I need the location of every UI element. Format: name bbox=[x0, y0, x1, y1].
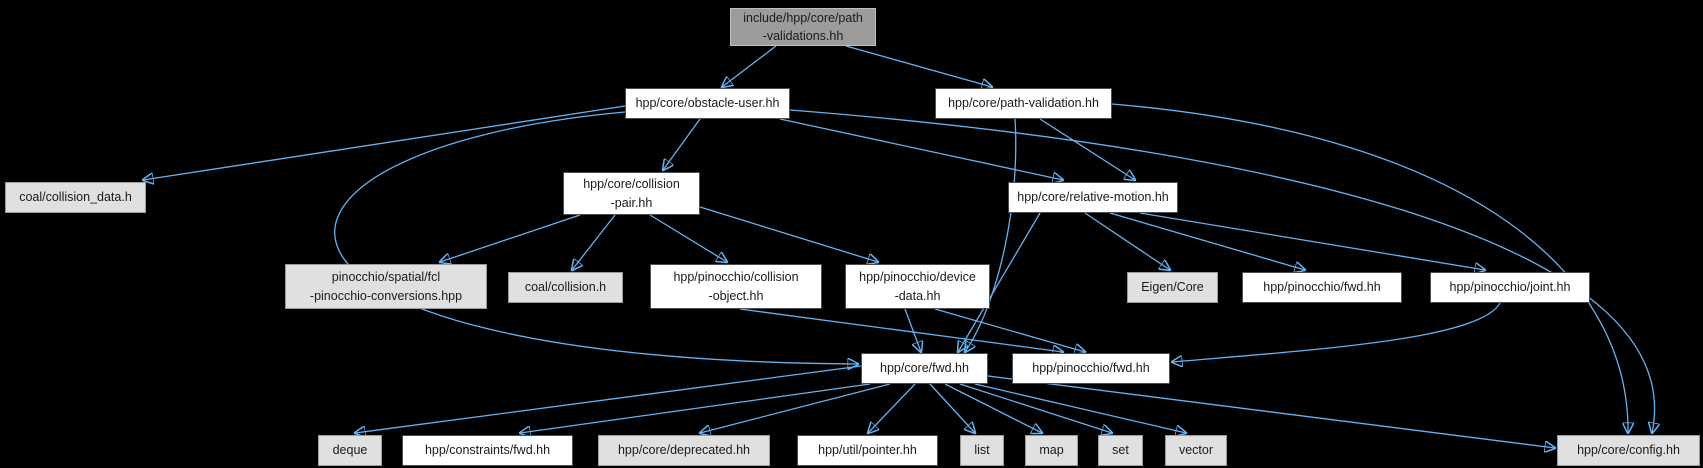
edge-corefwd-deprecated bbox=[700, 383, 891, 433]
graph-node-joint[interactable]: hpp/pinocchio/joint.hh bbox=[1430, 272, 1590, 303]
edge-pathval-config bbox=[1111, 103, 1628, 433]
graph-node-deque: deque bbox=[318, 435, 382, 466]
edge-colpair-fclconv bbox=[440, 214, 581, 262]
graph-node-obstacle[interactable]: hpp/core/obstacle-user.hh bbox=[625, 88, 790, 119]
edge-obstacle-coaldata bbox=[143, 105, 626, 180]
graph-node-vector: vector bbox=[1165, 435, 1227, 466]
edge-pathval-relmotion bbox=[1039, 118, 1135, 180]
graph-node-config: hpp/core/config.hh bbox=[1557, 435, 1700, 466]
graph-node-devdata[interactable]: hpp/pinocchio/device -data.hh bbox=[845, 264, 990, 309]
edge-relmotion-joint bbox=[1139, 212, 1485, 270]
edge-corefwd-config bbox=[987, 375, 1555, 448]
edge-corefwd-set bbox=[959, 383, 1112, 433]
edge-relmotion-eigen bbox=[1084, 212, 1170, 270]
edge-devdata-pinfwd4 bbox=[934, 308, 1085, 352]
edge-corefwd-map bbox=[944, 383, 1042, 433]
edge-corefwd-list bbox=[929, 383, 975, 433]
graph-node-set: set bbox=[1098, 435, 1143, 466]
graph-node-constrfwd[interactable]: hpp/constraints/fwd.hh bbox=[402, 435, 573, 466]
edge-obstacle-relmotion bbox=[779, 118, 1063, 180]
graph-node-coaldata: coal/collision_data.h bbox=[5, 182, 146, 213]
graph-node-eigen: Eigen/Core bbox=[1127, 272, 1218, 303]
graph-node-colobj[interactable]: hpp/pinocchio/collision -object.hh bbox=[650, 264, 822, 309]
edge-pathval-corefwd bbox=[965, 118, 1017, 352]
graph-node-deprecated: hpp/core/deprecated.hh bbox=[598, 435, 770, 466]
graph-node-colpair[interactable]: hpp/core/collision -pair.hh bbox=[563, 172, 700, 215]
graph-node-pathval[interactable]: hpp/core/path-validation.hh bbox=[935, 88, 1112, 119]
graph-node-map: map bbox=[1025, 435, 1078, 466]
edge-corefwd-pointer bbox=[868, 383, 916, 433]
graph-node-list: list bbox=[960, 435, 1004, 466]
graph-node-fclconv: pinocchio/spatial/fcl -pinocchio-convers… bbox=[285, 264, 487, 309]
edge-colpair-devdata bbox=[699, 206, 878, 262]
graph-node-coalcol: coal/collision.h bbox=[508, 272, 623, 303]
edge-devdata-corefwd bbox=[904, 308, 921, 352]
edge-root-pathval bbox=[845, 45, 992, 87]
edge-joint-pinfwd4 bbox=[1172, 302, 1501, 362]
edge-colpair-coalcol bbox=[572, 214, 616, 270]
edge-colobj-pinfwd4 bbox=[739, 308, 1063, 352]
graph-node-root: include/hpp/core/path -validations.hh bbox=[730, 8, 876, 46]
graph-node-pointer[interactable]: hpp/util/pointer.hh bbox=[797, 435, 938, 466]
graph-node-relmotion[interactable]: hpp/core/relative-motion.hh bbox=[1008, 182, 1178, 213]
edge-relmotion-pinfwd3 bbox=[1109, 212, 1305, 270]
edge-corefwd-constrfwd bbox=[520, 383, 871, 433]
graph-node-pinfwd3[interactable]: hpp/pinocchio/fwd.hh bbox=[1242, 272, 1402, 303]
edge-root-obstacle bbox=[722, 45, 777, 87]
graph-node-pinfwd4[interactable]: hpp/pinocchio/fwd.hh bbox=[1012, 353, 1170, 384]
edge-corefwd-deque bbox=[355, 365, 862, 433]
edge-obstacle-colpair bbox=[663, 118, 701, 170]
edge-obstacle-corefwd bbox=[334, 111, 858, 364]
edge-colpair-colobj bbox=[649, 214, 727, 262]
edge-relmotion-corefwd bbox=[958, 212, 1041, 352]
edge-obstacle-config bbox=[789, 109, 1655, 433]
graph-node-corefwd[interactable]: hpp/core/fwd.hh bbox=[861, 353, 988, 384]
edge-corefwd-vector bbox=[974, 383, 1186, 433]
